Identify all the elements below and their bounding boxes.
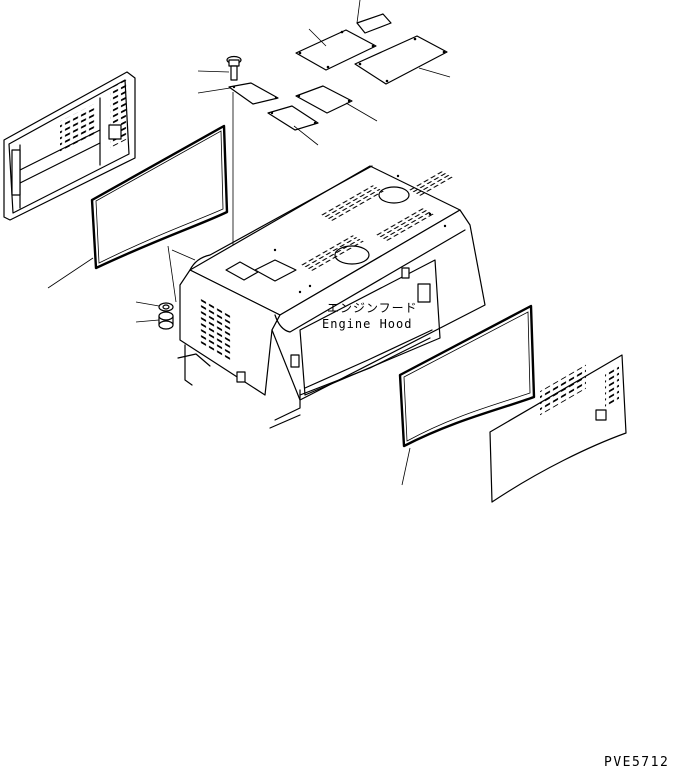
part-name-en: Engine Hood bbox=[322, 317, 412, 331]
right-door-seal bbox=[398, 304, 536, 486]
cover-plate-small-3 bbox=[267, 105, 319, 131]
cover-plate-small-2 bbox=[295, 85, 353, 114]
right-side-door bbox=[489, 354, 627, 503]
washers bbox=[135, 245, 196, 330]
drawing-code: PVE5712 bbox=[604, 755, 669, 769]
left-side-door bbox=[3, 71, 136, 221]
cover-plate-small-1 bbox=[228, 82, 279, 105]
cover-plate-large-right bbox=[354, 35, 448, 85]
bolt-icon bbox=[226, 55, 242, 81]
left-door-seal bbox=[47, 124, 229, 289]
cover-plate-large-top bbox=[295, 29, 377, 71]
part-name-jp: エンジンフード bbox=[327, 301, 418, 315]
cover-plate-top-right bbox=[356, 13, 392, 34]
engine-hood-main bbox=[177, 165, 486, 429]
top-covers bbox=[197, 0, 451, 270]
